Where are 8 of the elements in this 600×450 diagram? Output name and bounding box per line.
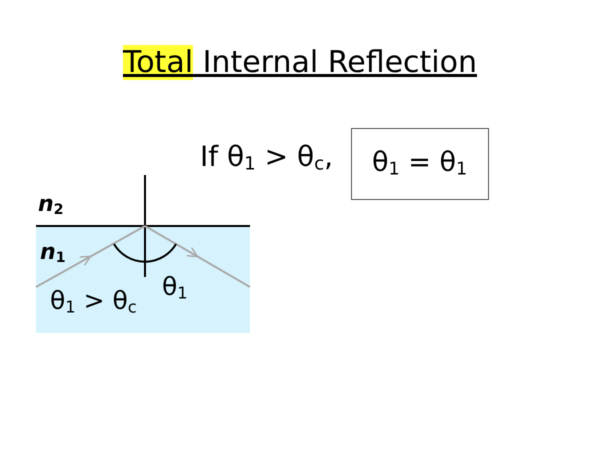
water-region (36, 226, 250, 333)
refractive-index-label: n$_{1}$ (40, 242, 66, 266)
equation-text: θ$_{1}$ = θ$_{1}$ (372, 149, 468, 180)
formula-box (351, 128, 489, 200)
refractive-index-label: n$_{2}$ (38, 194, 64, 218)
angle-condition-label: θ$_{1}$ > θ$_{c}$ (50, 288, 137, 316)
condition-text: If θ$_{1}$ > θ$_{c}$, (200, 143, 334, 174)
angle-label: θ$_{1}$ (162, 274, 188, 302)
